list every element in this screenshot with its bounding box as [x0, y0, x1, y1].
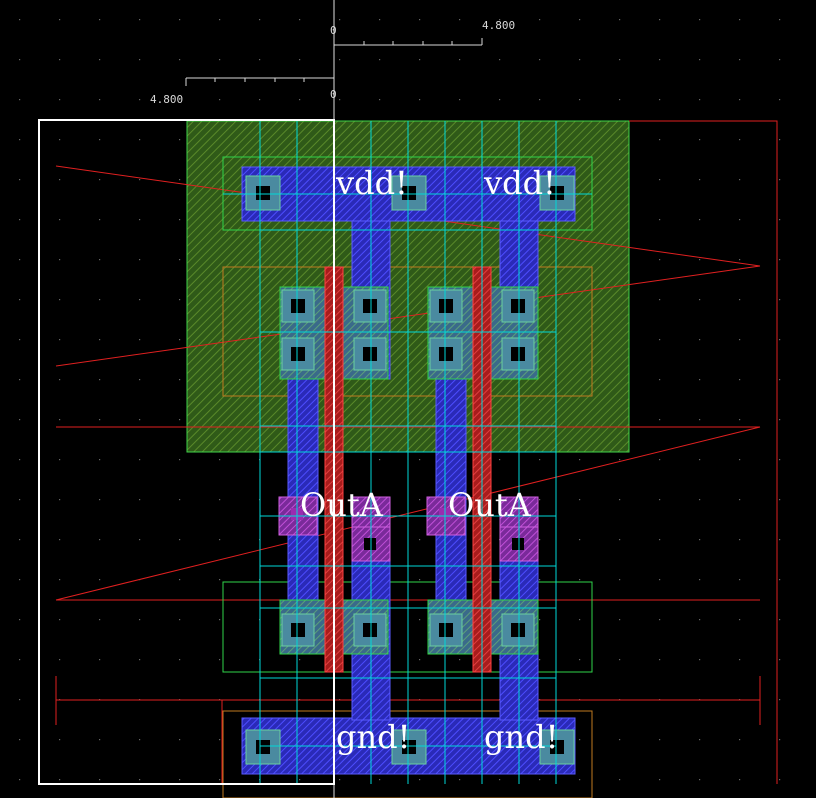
net-label-vdd[interactable]: vdd!: [335, 164, 408, 202]
net-label-out[interactable]: OutA: [448, 486, 532, 524]
ruler-left-value: 4.800: [150, 93, 183, 106]
net-label-vdd[interactable]: vdd!: [483, 164, 556, 202]
ruler-top-value: 4.800: [482, 19, 515, 32]
selection-box[interactable]: [38, 119, 335, 785]
net-label-out[interactable]: OutA: [300, 486, 384, 524]
ruler-top-zero: 0: [330, 24, 337, 37]
metal1-strap[interactable]: [287, 378, 319, 606]
net-label-gnd[interactable]: gnd!: [484, 718, 558, 756]
net-label-gnd[interactable]: gnd!: [336, 718, 410, 756]
ruler-left-zero: 0: [330, 88, 337, 101]
ruler-left: [185, 77, 334, 86]
ruler-top: [333, 38, 483, 46]
contacts: [245, 175, 575, 765]
